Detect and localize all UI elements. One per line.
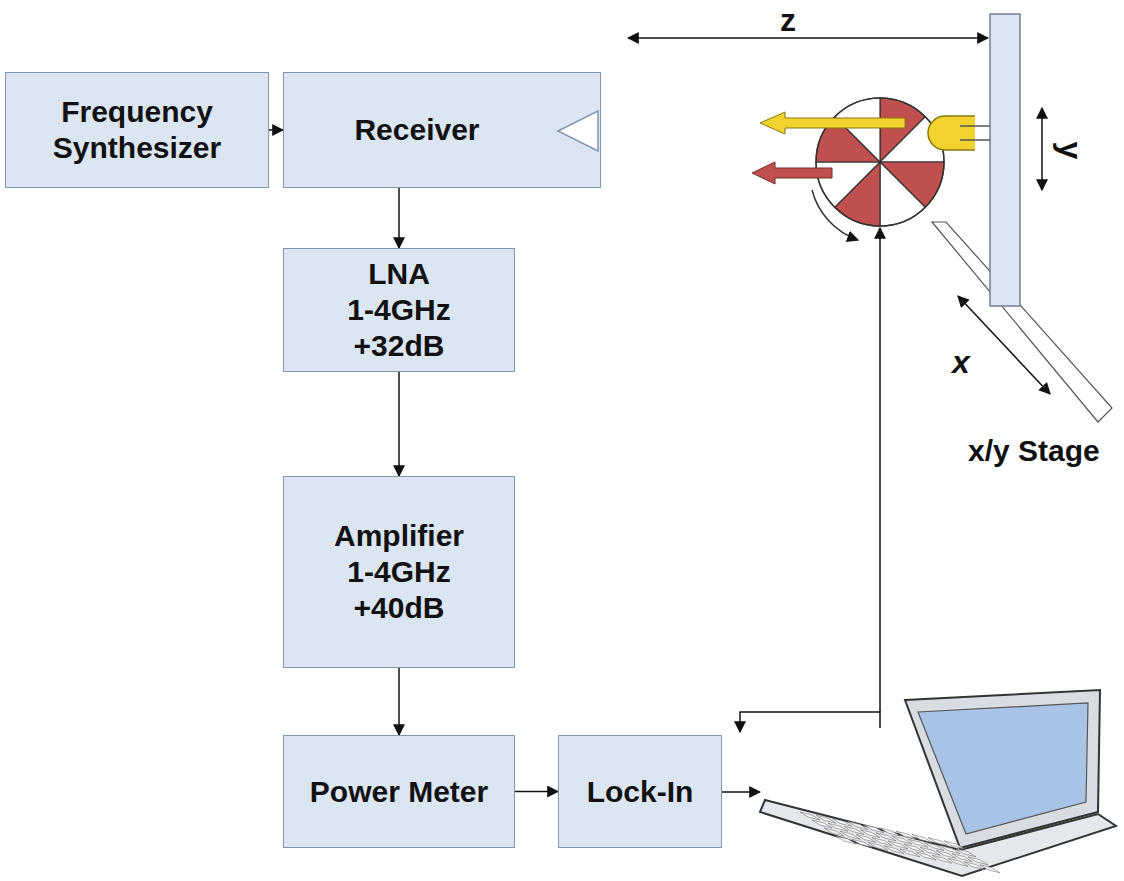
axis-label: x xyxy=(952,344,970,381)
antenna-horn xyxy=(556,109,600,153)
amplifier-box: Amplifier1-4GHz+40dB xyxy=(283,476,515,668)
led-lead xyxy=(960,125,990,127)
y-arrow xyxy=(1041,108,1043,190)
dimension-label: z xyxy=(780,2,796,39)
box-label: Lock-In xyxy=(579,774,702,810)
yellow-beam-arrow xyxy=(760,112,905,134)
reference-line xyxy=(740,712,880,732)
x-arrow xyxy=(958,296,1050,394)
z-arrow xyxy=(628,37,988,39)
signal-arrow xyxy=(398,372,400,476)
amplifier-box: LNA1-4GHz+32dB xyxy=(283,248,515,372)
source-led xyxy=(928,116,975,150)
signal-arrow xyxy=(515,791,558,793)
stage-label: x/y Stage xyxy=(968,434,1100,468)
box-label: +32dB xyxy=(346,328,453,364)
power-meter-box: Power Meter xyxy=(283,735,515,848)
laptop-base xyxy=(760,800,1116,876)
laptop-screen xyxy=(918,703,1088,834)
led-lead xyxy=(960,139,990,141)
box-label: LNA xyxy=(360,256,438,292)
antenna-horn xyxy=(558,111,598,151)
receiver-box: Receiver xyxy=(283,72,601,188)
lock-in-box: Lock-In xyxy=(558,735,722,848)
box-label: Power Meter xyxy=(302,774,496,810)
chopper-rim xyxy=(816,98,944,226)
box-label: +40dB xyxy=(346,590,453,626)
box-label: Frequency Synthesizer xyxy=(6,94,268,166)
chopper-wheel xyxy=(816,98,944,226)
synthesizer-box: Frequency Synthesizer xyxy=(5,72,269,188)
laptop xyxy=(760,690,1116,876)
x-rail xyxy=(932,222,1112,422)
box-label: 1-4GHz xyxy=(339,292,458,328)
chopper-sector xyxy=(835,98,880,162)
rotation-arrow xyxy=(812,190,858,240)
reference-line xyxy=(879,228,881,712)
red-beam-arrow xyxy=(752,162,832,184)
box-label: 1-4GHz xyxy=(339,554,458,590)
signal-arrow xyxy=(398,668,400,735)
key xyxy=(980,865,1000,873)
y-stage-bar xyxy=(990,14,1020,306)
axis-label: y xyxy=(1052,142,1089,160)
keyboard xyxy=(800,812,1000,873)
box-label: Amplifier xyxy=(326,518,472,554)
signal-arrow xyxy=(398,188,400,248)
data-arrow xyxy=(722,791,760,793)
box-label: Receiver xyxy=(346,112,487,148)
signal-arrow xyxy=(269,129,283,131)
chopper-sector xyxy=(880,162,925,226)
